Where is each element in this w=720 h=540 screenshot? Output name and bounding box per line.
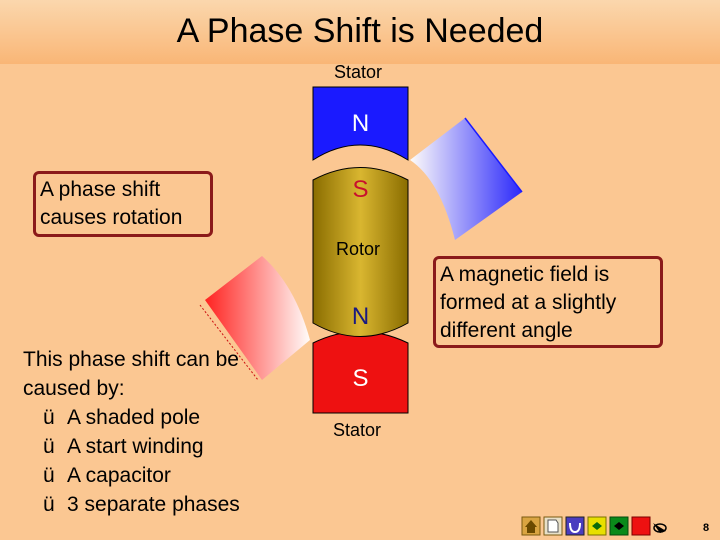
pole-top-n: N	[351, 110, 370, 137]
check-icon: ü	[43, 493, 55, 516]
shifted-field-red	[205, 256, 310, 380]
document-icon[interactable]	[543, 516, 563, 536]
home-icon[interactable]	[521, 516, 541, 536]
callout-left-line1: A phase shift	[40, 178, 161, 201]
end-icon[interactable]	[631, 516, 651, 536]
stator-top-label: Stator	[334, 62, 383, 82]
callout-right-line2: formed at a slightly	[440, 291, 617, 314]
nav-bar	[521, 516, 667, 536]
next-icon[interactable]	[609, 516, 629, 536]
pole-rotor-s: S	[352, 176, 369, 203]
callout-right-line1: A magnetic field is	[440, 263, 610, 286]
callout-right-line3: different angle	[440, 319, 573, 342]
callout-phase-shift: A phase shift causes rotation	[33, 171, 213, 237]
rotor-label: Rotor	[336, 239, 381, 259]
stator-bottom-label: Stator	[333, 420, 382, 440]
shifted-field-blue-edge	[464, 117, 523, 193]
check-icon: ü	[43, 406, 55, 429]
slide-title: A Phase Shift is Needed	[176, 12, 544, 50]
shifted-field-blue	[410, 118, 522, 240]
previous-icon[interactable]	[587, 516, 607, 536]
pointer-icon[interactable]	[653, 523, 667, 533]
page-number: 8	[703, 522, 710, 534]
callout-left-line2: causes rotation	[40, 206, 183, 229]
pole-rotor-n: N	[351, 303, 370, 330]
stator-top-pole	[312, 86, 409, 161]
callout-magnetic-field: A magnetic field is formed at a slightly…	[433, 256, 663, 348]
list-intro-line1: This phase shift can be	[23, 348, 239, 371]
check-icon: ü	[43, 464, 55, 487]
list-intro-line2: caused by:	[23, 377, 125, 400]
check-icon: ü	[43, 435, 55, 458]
title-band	[0, 0, 720, 64]
rotor	[312, 167, 409, 337]
pole-bottom-s: S	[352, 365, 369, 392]
undo-icon[interactable]	[565, 516, 585, 536]
